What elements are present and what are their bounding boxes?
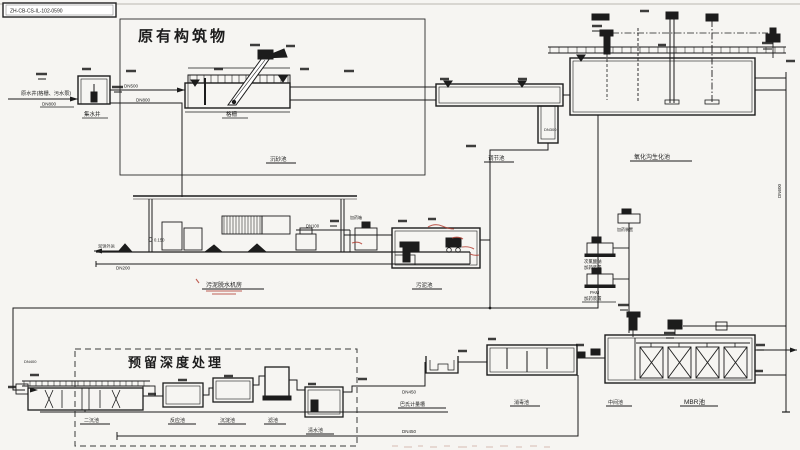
pipe-label-dn600: DN600 <box>777 183 782 198</box>
flume-label: 巴氏计量槽 <box>400 401 425 408</box>
screenings-chute <box>261 48 288 59</box>
clarifier-label: 二沉池 <box>84 417 99 424</box>
pipe-label-dn100: DN100 <box>306 224 320 229</box>
flow-meter-icon <box>715 321 728 331</box>
equalization-tank <box>435 80 570 308</box>
elevation-mark <box>148 237 153 242</box>
react-tank-label: 反应池 <box>170 417 185 424</box>
filter-label: 滤池 <box>268 417 278 424</box>
pump-motor-icon <box>599 29 614 37</box>
cake-out-label: 泥饼外运 <box>98 243 116 250</box>
outfall-arrow <box>790 347 797 353</box>
sludge-pile-icon <box>246 243 268 253</box>
flow-arrow <box>70 96 78 102</box>
faint-bottom-annotation <box>392 445 550 448</box>
dosing-units <box>584 208 641 333</box>
grit-label: 沉砂池 <box>270 155 287 163</box>
influent-label: 原水井(格栅、污水泵) <box>21 89 71 97</box>
disinfection-label: 消毒池 <box>514 399 529 406</box>
dosing2-label-l1: 次氯酸钠 <box>584 258 602 265</box>
title-block: ZH-CB-CS-IL-102-0590 <box>2 2 117 18</box>
zone-existing-label: 原有构筑物 <box>138 27 228 45</box>
pipe-label-dn450-a: DN450 <box>402 390 417 395</box>
bio-tank-label: 氧化沟生化池 <box>634 153 670 161</box>
permeate-pump-icon <box>667 319 683 330</box>
filter-media <box>262 395 292 401</box>
clean-water-pump-icon <box>310 399 319 413</box>
drawing-number: ZH-CB-CS-IL-102-0590 <box>10 9 63 15</box>
dewatering-label: 污泥脱水机房 <box>206 281 242 289</box>
influent <box>8 96 78 108</box>
mobile-pump-icon <box>445 237 462 248</box>
parshall-flume <box>425 356 459 374</box>
pipe-label-dn800-b: DN800 <box>136 98 151 103</box>
sludge-tank <box>344 227 490 269</box>
transfer-mains <box>12 72 790 413</box>
elevation-label: 0.150 <box>154 238 165 243</box>
membrane-cassette <box>639 346 748 379</box>
mbr-label: MBR池 <box>684 397 705 406</box>
mbr-tank <box>604 334 797 384</box>
sludge-tank-label: 污泥池 <box>416 281 433 289</box>
return-pump-icon <box>765 33 781 43</box>
mixer-motor-icon <box>705 13 719 22</box>
micro-label-line2 <box>38 30 772 351</box>
bar-screen-tank <box>184 48 291 113</box>
submersible-pump-icon <box>90 91 98 103</box>
disinfection-tank <box>116 344 605 440</box>
pipe-label-dn450-b: DN450 <box>402 429 417 434</box>
dosing3-label-l2: 加药装置 <box>584 295 602 302</box>
cake-out-arrow <box>94 248 102 254</box>
pipe-label-dn800-inlet: DN800 <box>42 102 57 107</box>
water-level-flag <box>278 75 288 83</box>
pipe-label-dn500: DN500 <box>124 84 139 89</box>
clean-tank-label: 清水池 <box>308 427 323 434</box>
micro-label <box>8 9 795 396</box>
center-column <box>81 387 90 411</box>
mid-tank-label: 中间池 <box>608 399 623 406</box>
dosing-box-label: 加药箱 <box>350 214 362 220</box>
equalization-label: 调节池 <box>488 154 505 162</box>
water-level-flag <box>190 79 200 87</box>
skimmer-icon <box>591 13 610 21</box>
dosing1-label: 加药装置 <box>617 226 633 232</box>
dosing3-label-l1: PAM <box>590 290 600 295</box>
lift-pipes <box>110 87 185 197</box>
pipe-label-dn200: DN200 <box>116 266 131 271</box>
zone-reserved-treatment: 预留深度处理 <box>74 348 358 447</box>
sludge-pump-icon <box>402 246 411 263</box>
reserved-train <box>143 362 426 418</box>
red-annotations <box>195 224 480 295</box>
zone-reserved-label: 预留深度处理 <box>128 355 224 370</box>
radial-clarifier <box>15 380 448 413</box>
water-level-flag <box>517 80 527 88</box>
screen-label: 格栅 <box>226 110 238 118</box>
collection-well-label: 集水井 <box>84 110 101 118</box>
water-level-flag <box>443 80 453 88</box>
grit-channel <box>290 86 436 101</box>
sludge-pile-icon <box>203 244 224 253</box>
pump-column-icon <box>603 35 611 55</box>
lift-pump-icon <box>629 316 638 331</box>
water-level-flag <box>576 54 586 62</box>
sed-tank-label: 沉淀池 <box>220 417 235 424</box>
mixer-motor-icon <box>665 11 679 20</box>
sludge-pile-icon <box>116 243 134 253</box>
pipe-label-dn400: DN400 <box>24 359 37 364</box>
pipe-label-dn300: DN300 <box>544 127 557 132</box>
dosing2-label-l2: 加药装置 <box>584 264 602 271</box>
zone-existing-structures: 原有构筑物 <box>119 18 426 176</box>
